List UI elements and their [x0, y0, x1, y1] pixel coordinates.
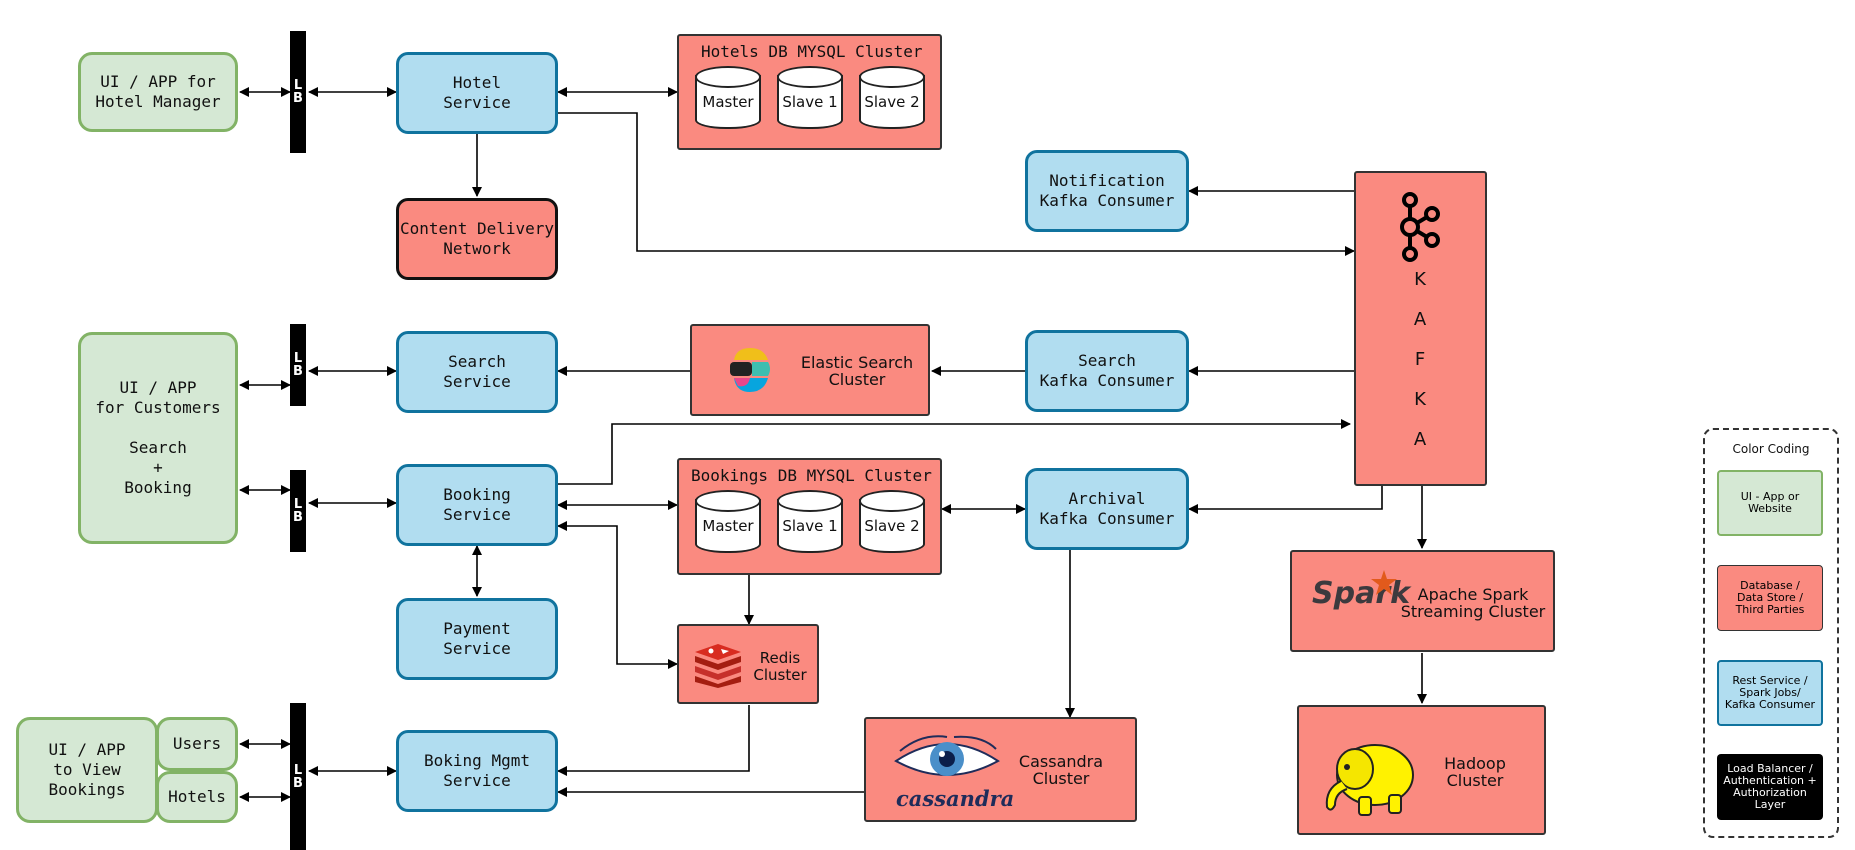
cassandra-cluster[interactable]: cassandra Cassandra Cluster [864, 717, 1137, 822]
spark-label: Apache Spark Streaming Cluster [1400, 585, 1546, 621]
bookings-db-cluster[interactable]: Bookings DB MYSQL Cluster Master Slave 1… [677, 458, 942, 575]
notification-kafka-consumer[interactable]: Notification Kafka Consumer [1025, 150, 1189, 232]
archival-kafka-consumer[interactable]: Archival Kafka Consumer [1025, 468, 1189, 550]
kafka-cluster[interactable] [1354, 171, 1487, 486]
ui-customers[interactable]: UI / APP for Customers Search + Booking [78, 332, 238, 544]
legend-item-lb: Load Balancer / Authentication + Authori… [1717, 754, 1823, 820]
redis-cluster[interactable]: Redis Cluster [677, 624, 819, 704]
hotels-db-cluster[interactable]: Hotels DB MYSQL Cluster Master Slave 1 S… [677, 34, 942, 150]
ui-hotels[interactable]: Hotels [156, 771, 238, 823]
kafka-logo-icon [1400, 192, 1440, 262]
arrow-kafka-archival [1188, 486, 1383, 514]
bookings-db-title: Bookings DB MYSQL Cluster [691, 466, 932, 485]
ui-view-bookings[interactable]: UI / APP to View Bookings [16, 717, 158, 823]
booking-service[interactable]: Booking Service [396, 464, 558, 546]
arrow-redis-bookingmgmt [557, 705, 750, 776]
hadoop-elephant-icon [1325, 744, 1414, 816]
hotels-db-title: Hotels DB MYSQL Cluster [701, 42, 923, 61]
color-coding-legend: Color Coding UI - App or Website Databas… [1703, 428, 1839, 838]
hadoop-cluster[interactable]: Hadoop Cluster [1297, 705, 1546, 835]
spark-wordmark: Spark [1312, 576, 1411, 611]
search-service[interactable]: Search Service [396, 331, 558, 413]
legend-title: Color Coding [1732, 442, 1810, 456]
elastic-search-label: Elastic Search Cluster [800, 353, 914, 389]
kafka-letters: K A F K A [1413, 269, 1427, 450]
bookings-db-master: Master [695, 490, 761, 558]
booking-mgmt-service[interactable]: Boking Mgmt Service [396, 730, 558, 812]
bookings-db-slave-2: Slave 2 [859, 490, 925, 558]
cassandra-wordmark: cassandra [896, 786, 1015, 811]
ui-hotel-manager[interactable]: UI / APP for Hotel Manager [78, 52, 238, 132]
arrow-booking-redis [557, 521, 678, 669]
bookings-db-slave-1: Slave 1 [777, 490, 843, 558]
redis-label: Redis Cluster [753, 649, 807, 684]
legend-item-ui: UI - App or Website [1717, 470, 1823, 536]
cassandra-eye-icon [894, 735, 1000, 776]
ui-users[interactable]: Users [156, 717, 238, 771]
content-delivery-network[interactable]: Content Delivery Network [396, 198, 558, 280]
hotels-db-master: Master [695, 66, 761, 134]
elastic-search-cluster[interactable]: Elastic Search Cluster [690, 324, 930, 416]
arrow-hotel-kafka [558, 112, 1355, 256]
spark-star-icon [1371, 570, 1397, 595]
elastic-logo-icon [730, 348, 770, 392]
hotel-service[interactable]: Hotel Service [396, 52, 558, 134]
spark-streaming-cluster[interactable]: Spark Apache Spark Streaming Cluster [1290, 550, 1555, 652]
hotels-db-slave-1: Slave 1 [777, 66, 843, 134]
legend-item-store: Database / Data Store / Third Parties [1717, 565, 1823, 631]
redis-logo-icon [695, 644, 741, 688]
search-kafka-consumer[interactable]: Search Kafka Consumer [1025, 330, 1189, 412]
hadoop-label: Hadoop Cluster [1444, 754, 1506, 790]
cassandra-label: Cassandra Cluster [1018, 752, 1104, 788]
hotels-db-slave-2: Slave 2 [859, 66, 925, 134]
legend-item-service: Rest Service / Spark Jobs/ Kafka Consume… [1717, 660, 1823, 726]
arrow-booking-kafka [558, 419, 1351, 485]
payment-service[interactable]: Payment Service [396, 598, 558, 680]
